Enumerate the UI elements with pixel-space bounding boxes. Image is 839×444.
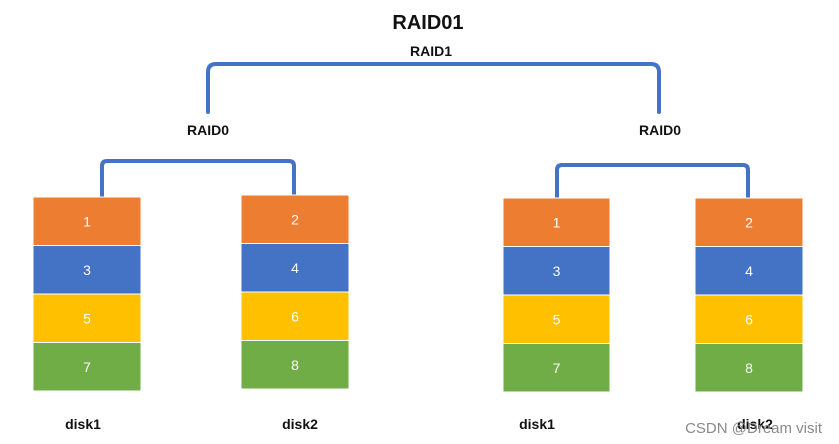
block-blue (32, 245, 142, 295)
block-green (32, 342, 142, 392)
raid0-right-connector (555, 163, 750, 200)
raid1-label: RAID1 (410, 43, 452, 59)
block-number: 8 (745, 360, 753, 376)
block-number: 6 (291, 308, 299, 324)
block-blue (694, 246, 804, 296)
disk-stack-group2-disk2: 2 4 6 8 (694, 197, 804, 393)
raid0-label-left: RAID0 (187, 122, 229, 138)
raid0-left-connector (100, 159, 296, 199)
block-number: 5 (553, 311, 561, 327)
raid1-connector (206, 62, 661, 114)
block-number: 3 (553, 263, 561, 279)
block-number: 5 (83, 310, 91, 326)
block-number: 7 (83, 359, 91, 375)
diagram-title: RAID01 (392, 12, 463, 34)
block-green (240, 340, 350, 390)
watermark: CSDN @Dream visit (685, 420, 823, 437)
block-number: 2 (291, 211, 299, 227)
disk-stack-group1-disk2: 2 4 6 8 (240, 194, 350, 390)
block-number: 6 (745, 311, 753, 327)
block-number: 4 (745, 263, 753, 279)
block-number: 1 (553, 214, 561, 230)
block-yellow (502, 294, 611, 344)
disk-label-group1-disk1: disk1 (65, 416, 101, 432)
block-yellow (32, 293, 142, 343)
disk-stack-group2-disk1: 1 3 5 7 (502, 197, 611, 393)
disk-stack-group1-disk1: 1 3 5 7 (32, 196, 142, 392)
block-orange (32, 196, 142, 246)
disk-label-group2-disk1: disk1 (519, 416, 555, 432)
disk-label-group2-disk2: disk2 (737, 416, 773, 432)
block-green (502, 343, 611, 393)
block-number: 4 (291, 260, 299, 276)
block-number: 8 (291, 357, 299, 373)
disk-label-group1-disk2: disk2 (282, 416, 318, 432)
raid0-label-right: RAID0 (639, 122, 681, 138)
block-number: 3 (83, 262, 91, 278)
block-blue (240, 243, 350, 293)
block-yellow (694, 294, 804, 344)
block-green (694, 343, 804, 393)
block-number: 1 (83, 213, 91, 229)
block-number: 2 (745, 214, 753, 230)
block-number: 7 (553, 360, 561, 376)
block-blue (502, 246, 611, 296)
